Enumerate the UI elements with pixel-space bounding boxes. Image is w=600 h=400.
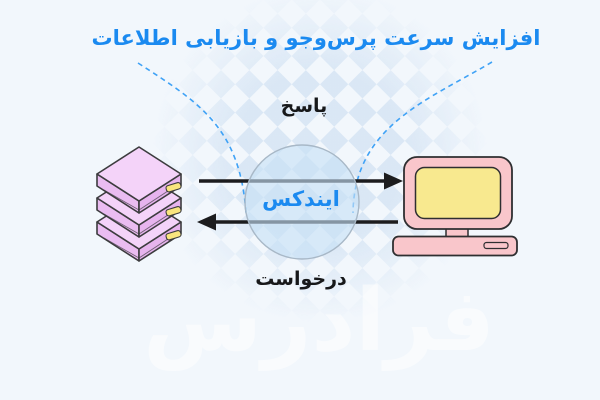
index-circle [244,144,360,260]
monitor-screen [414,166,502,220]
watermark-text: فرادرس [143,271,495,371]
server-unit-top [96,146,182,214]
dashed-funnel-left [137,62,247,214]
response-arrowhead [384,172,403,190]
base-slot [483,241,509,250]
request-label: درخواست [255,268,347,290]
request-arrowhead [197,213,216,231]
server-led [165,206,182,217]
response-label: پاسخ [280,95,328,117]
retro-computer-icon [392,156,518,257]
diagram-title: افزایش سرعت پرس‌وجو و بازیابی اطلاعات [91,26,541,50]
computer-base [392,235,518,257]
server-led [165,230,182,241]
database-stack-icon [96,146,182,262]
dashed-funnel-right [352,61,493,214]
index-label: ایندکس [262,187,340,211]
server-led [165,182,182,193]
